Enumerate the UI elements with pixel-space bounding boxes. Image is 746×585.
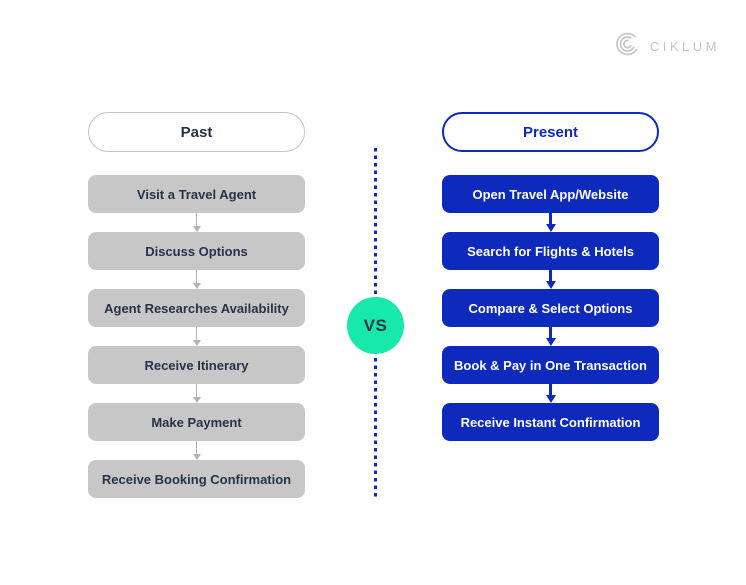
step-box: Book & Pay in One Transaction (442, 346, 659, 384)
vs-badge: VS (347, 297, 404, 354)
step-box: Discuss Options (88, 232, 305, 270)
flow-arrow-down-icon (442, 213, 659, 232)
flow-arrow-down-icon (88, 213, 305, 232)
step-box: Open Travel App/Website (442, 175, 659, 213)
present-title: Present (522, 123, 579, 141)
flow-arrow-down-icon (88, 270, 305, 289)
step-box: Compare & Select Options (442, 289, 659, 327)
step-box: Search for Flights & Hotels (442, 232, 659, 270)
step-box: Receive Instant Confirmation (442, 403, 659, 441)
step-box: Visit a Travel Agent (88, 175, 305, 213)
flow-arrow-down-icon (88, 441, 305, 460)
step-box: Receive Itinerary (88, 346, 305, 384)
flow-arrow-down-icon (88, 384, 305, 403)
past-title: Past (180, 123, 213, 141)
ciklum-logo-icon (614, 30, 641, 62)
ciklum-logo: CIKLUM (614, 30, 720, 62)
ciklum-logo-text: CIKLUM (649, 38, 720, 54)
step-box: Make Payment (88, 403, 305, 441)
vs-label: VS (363, 315, 388, 335)
flow-arrow-down-icon (88, 327, 305, 346)
step-box: Agent Researches Availability (88, 289, 305, 327)
flow-arrow-down-icon (442, 384, 659, 403)
flow-arrow-down-icon (442, 327, 659, 346)
present-header-pill: Present (442, 112, 659, 152)
step-box: Receive Booking Confirmation (88, 460, 305, 498)
flow-arrow-down-icon (442, 270, 659, 289)
past-header-pill: Past (88, 112, 305, 152)
